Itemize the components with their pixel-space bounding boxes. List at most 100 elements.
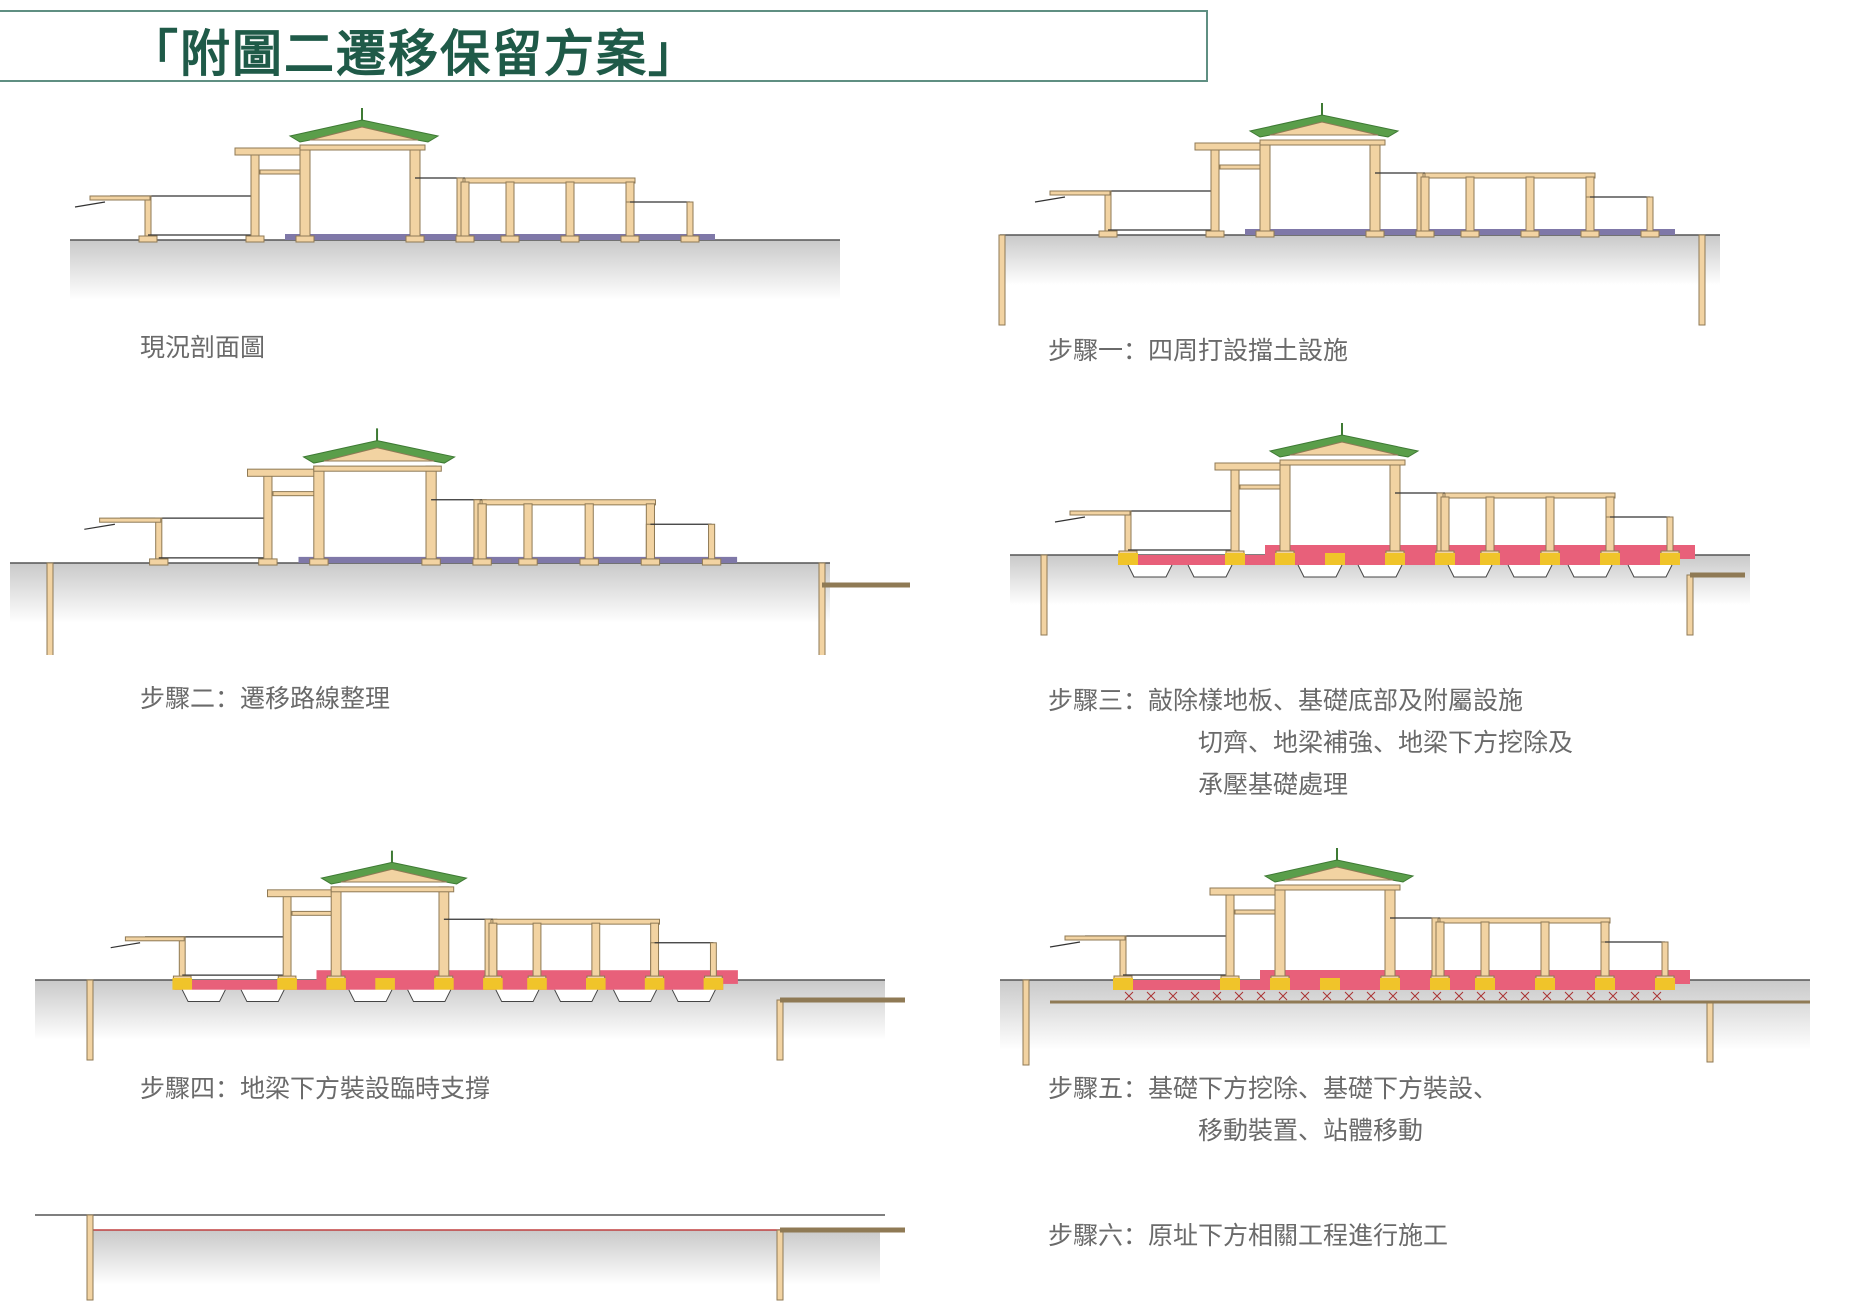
building-post [1600, 941, 1610, 981]
caption-step2: 步驟二：遷移路線整理 [140, 678, 390, 720]
building-beam [1219, 164, 1266, 170]
building-post [1119, 935, 1127, 981]
moving-device [1256, 991, 1266, 1001]
excavation-pocket [1297, 564, 1343, 578]
panel-step1 [990, 95, 1730, 335]
building-post [1279, 459, 1291, 556]
temporary-support [1380, 978, 1400, 990]
retaining-pile [1698, 234, 1706, 326]
retaining-pile [1686, 574, 1694, 636]
post-footing [258, 558, 278, 566]
excavation-pocket [1187, 564, 1233, 578]
post-footing [295, 235, 315, 243]
building-post [1389, 459, 1401, 556]
ground-soil [35, 980, 885, 1040]
building-beam [124, 936, 185, 942]
post-footing [1415, 230, 1435, 238]
post-footing [1580, 230, 1600, 238]
caption-step5: 步驟五：基礎下方挖除、基礎下方裝設、 移動裝置、站體移動 [1048, 1068, 1498, 1152]
temporary-support [1430, 978, 1450, 990]
diagram-step3-cutting [1010, 423, 1750, 636]
post-footing [1255, 230, 1275, 238]
temporary-support [703, 978, 724, 990]
excavation-pocket [671, 989, 716, 1003]
panel-step6 [25, 1200, 915, 1305]
page-title: 「附圖二遷移保留方案」 [128, 24, 700, 83]
caption-step6: 步驟六：原址下方相關工程進行施工 [1048, 1215, 1448, 1257]
moving-device [1146, 991, 1156, 1001]
building-post [1274, 884, 1286, 981]
moving-device [1520, 991, 1530, 1001]
building-post [1661, 941, 1669, 981]
building-post [1525, 176, 1535, 236]
moving-device [1432, 991, 1442, 1001]
building-post [438, 886, 450, 981]
temporary-support [483, 978, 503, 990]
floor-slab [1245, 229, 1675, 235]
roof-underside [1269, 121, 1379, 136]
building-post [250, 149, 260, 241]
panel-step4 [25, 850, 915, 1070]
moving-device [1366, 991, 1376, 1001]
excavation-pocket [348, 989, 393, 1003]
moving-device [1498, 991, 1508, 1001]
building-beam [272, 491, 320, 497]
temporary-support [1475, 978, 1495, 990]
moving-device [1542, 991, 1552, 1001]
retaining-pile [776, 1229, 784, 1301]
retaining-pile [776, 999, 784, 1061]
building-post [1545, 496, 1555, 556]
building-post [488, 922, 498, 981]
temporary-support [326, 978, 346, 990]
caption-line: 移動裝置、站體移動 [1198, 1116, 1424, 1145]
building-post [409, 144, 421, 241]
retaining-pile [86, 1214, 94, 1301]
canopy-brace [1049, 941, 1081, 948]
moving-device [1212, 991, 1222, 1001]
canopy-brace [1034, 196, 1066, 203]
building-post [1210, 144, 1220, 236]
building-beam [291, 910, 337, 916]
moving-device [1608, 991, 1618, 1001]
temporary-support [1325, 553, 1345, 565]
building-beam [1274, 884, 1401, 891]
building-post [1384, 884, 1396, 981]
building-post [709, 942, 717, 981]
caption-line: 切齊、地梁補強、地梁下方挖除及 [1198, 728, 1574, 757]
excavation-pocket [240, 989, 285, 1003]
excavation-pocket [181, 989, 226, 1003]
post-footing [518, 558, 538, 566]
panel-step5 [990, 830, 1820, 1080]
roof-underside [323, 447, 435, 462]
floor-slab [298, 556, 738, 563]
building-beam [481, 499, 656, 506]
moving-device [1476, 991, 1486, 1001]
building-post [584, 503, 594, 564]
building-beam [1239, 484, 1286, 490]
post-footing [472, 558, 492, 566]
retaining-pile [1706, 1001, 1714, 1063]
caption-line: 步驟二：遷移路線整理 [140, 684, 391, 713]
roof-underside [1289, 441, 1399, 456]
caption-step1: 步驟一：四周打設擋土設施 [1048, 330, 1348, 372]
temporary-support [1320, 978, 1340, 990]
moving-device [1630, 991, 1640, 1001]
moving-device [1410, 991, 1420, 1001]
building-post [263, 470, 273, 564]
moving-device [1300, 991, 1310, 1001]
building-post [532, 922, 542, 981]
building-post [1230, 464, 1240, 556]
temporary-support [1535, 978, 1555, 990]
building-post [460, 181, 470, 241]
roof-underside [309, 126, 419, 141]
moving-device [1652, 991, 1662, 1001]
building-beam [99, 517, 162, 523]
post-footing [138, 235, 158, 243]
post-footing [1520, 230, 1540, 238]
building-post [1540, 921, 1550, 981]
canopy-brace [84, 523, 115, 530]
moving-device [1190, 991, 1200, 1001]
moving-device [1168, 991, 1178, 1001]
building-post [1440, 496, 1450, 556]
moving-device [1388, 991, 1398, 1001]
